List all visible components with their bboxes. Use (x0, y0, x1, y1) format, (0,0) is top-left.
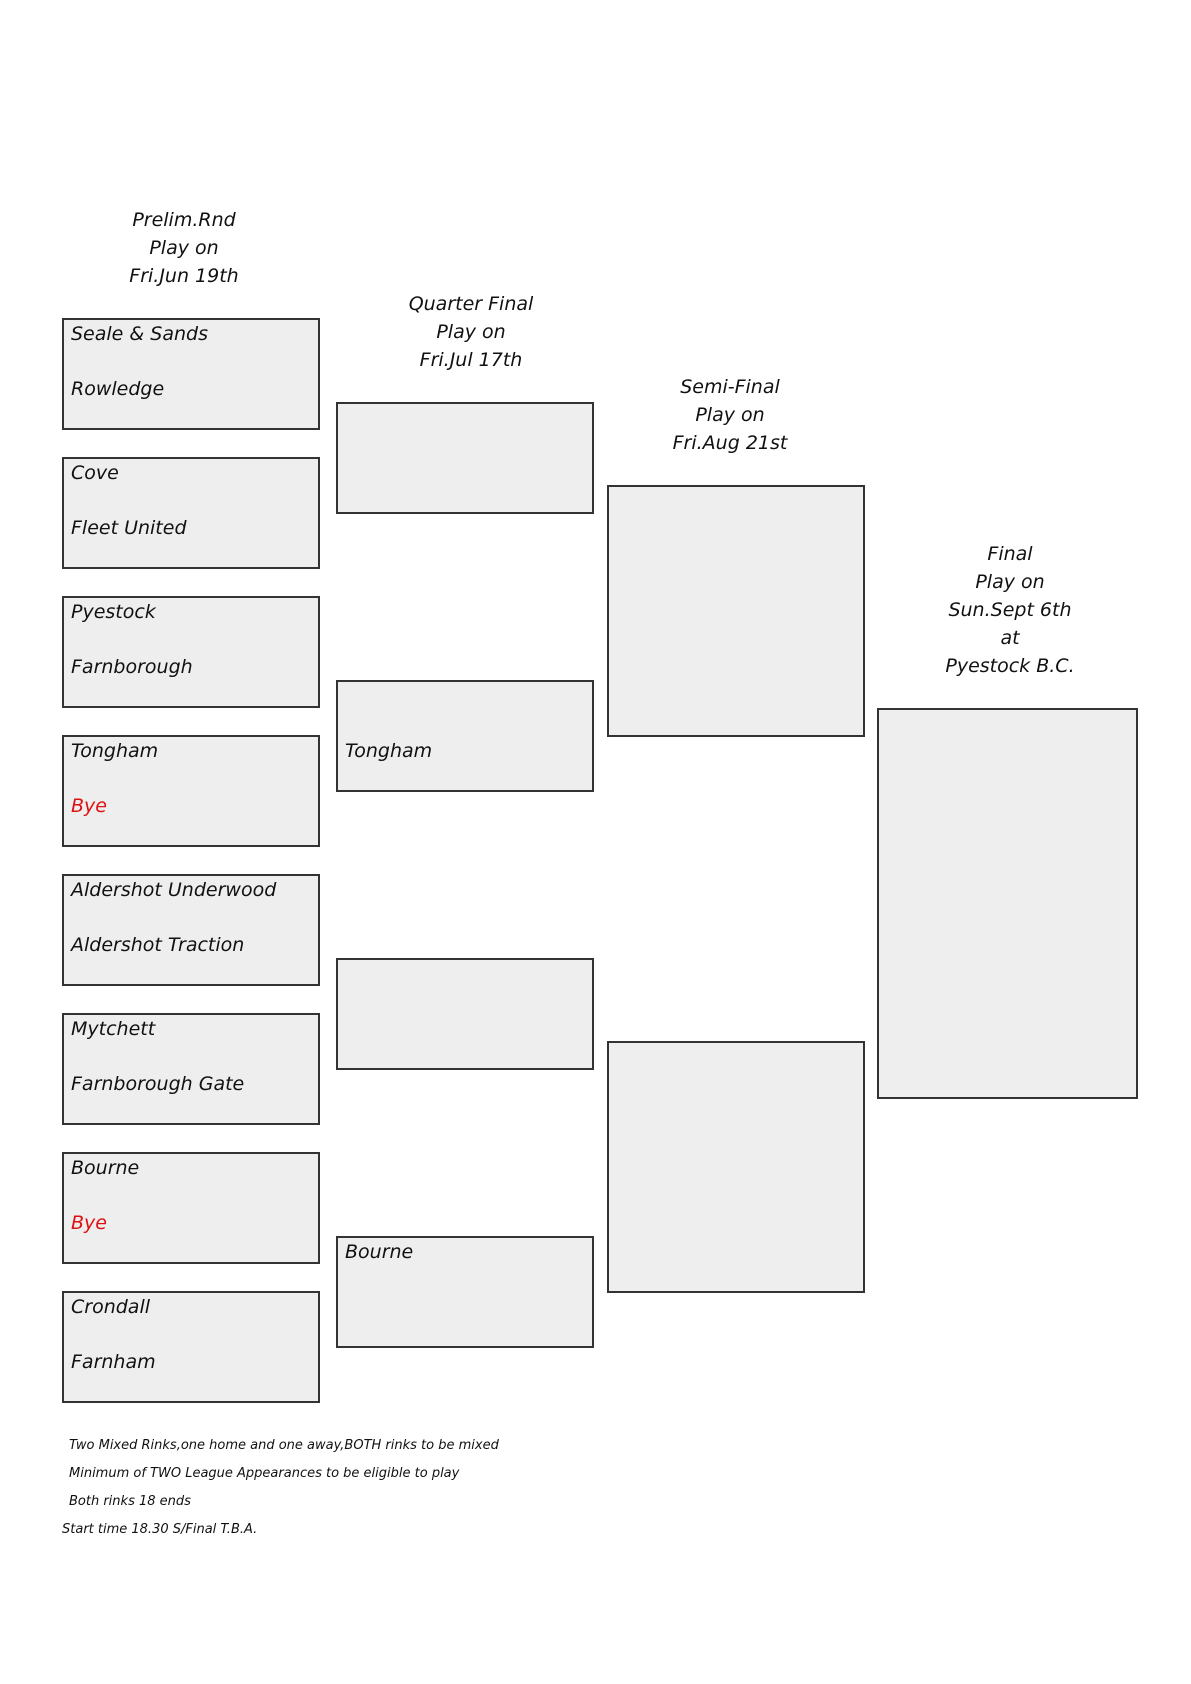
semi-match-1 (607, 485, 865, 737)
prelim-match-3: Pyestock Farnborough (62, 596, 320, 708)
prelim-match-4-home: Tongham (71, 740, 159, 762)
quarter-match-2: Tongham (336, 680, 594, 792)
prelim-match-3-away: Farnborough (71, 656, 193, 678)
prelim-match-8-away: Farnham (71, 1351, 156, 1373)
prelim-match-6-away: Farnborough Gate (71, 1073, 245, 1095)
final-header: Final Play on Sun.Sept 6th at Pyestock B… (920, 540, 1100, 680)
prelim-match-3-home: Pyestock (71, 601, 156, 623)
prelim-round-header: Prelim.Rnd Play on Fri.Jun 19th (104, 206, 264, 290)
final-title: Final (987, 543, 1033, 565)
prelim-match-1: Seale & Sands Rowledge (62, 318, 320, 430)
prelim-round-date: Fri.Jun 19th (129, 265, 239, 287)
prelim-match-5: Aldershot Underwood Aldershot Traction (62, 874, 320, 986)
quarter-match-1 (336, 402, 594, 514)
quarter-match-4-home: Bourne (345, 1241, 414, 1263)
quarter-final-title: Quarter Final (408, 293, 534, 315)
prelim-match-8-home: Crondall (71, 1296, 151, 1318)
final-play-on: Play on (975, 571, 1045, 593)
quarter-match-3 (336, 958, 594, 1070)
competition-notes: Two Mixed Rinks,one home and one away,BO… (62, 1432, 499, 1544)
note-rink-ends: Both rinks 18 ends (69, 1494, 191, 1509)
prelim-match-6-home: Mytchett (71, 1018, 156, 1040)
final-at: at (1000, 627, 1020, 649)
prelim-match-7-away-bye: Bye (71, 1212, 107, 1234)
note-league-appearances: Minimum of TWO League Appearances to be … (69, 1466, 460, 1481)
prelim-match-1-away: Rowledge (71, 378, 165, 400)
note-start-time: Start time 18.30 S/Final T.B.A. (62, 1522, 258, 1537)
quarter-final-header: Quarter Final Play on Fri.Jul 17th (381, 290, 561, 374)
final-venue: Pyestock B.C. (945, 655, 1075, 677)
prelim-match-6: Mytchett Farnborough Gate (62, 1013, 320, 1125)
prelim-match-5-home: Aldershot Underwood (71, 879, 277, 901)
note-mixed-rinks: Two Mixed Rinks,one home and one away,BO… (69, 1438, 499, 1453)
prelim-round-play-on: Play on (149, 237, 219, 259)
quarter-match-4: Bourne (336, 1236, 594, 1348)
semi-final-play-on: Play on (695, 404, 765, 426)
prelim-match-2-away: Fleet United (71, 517, 187, 539)
semi-final-date: Fri.Aug 21st (672, 432, 788, 454)
quarter-final-play-on: Play on (436, 321, 506, 343)
prelim-match-8: Crondall Farnham (62, 1291, 320, 1403)
quarter-match-2-away: Tongham (345, 740, 433, 762)
semi-final-title: Semi-Final (680, 376, 780, 398)
prelim-match-2-home: Cove (71, 462, 119, 484)
prelim-match-4-away-bye: Bye (71, 795, 107, 817)
prelim-match-7-home: Bourne (71, 1157, 140, 1179)
semi-match-2 (607, 1041, 865, 1293)
prelim-match-4: Tongham Bye (62, 735, 320, 847)
prelim-match-5-away: Aldershot Traction (71, 934, 245, 956)
final-date: Sun.Sept 6th (948, 599, 1072, 621)
final-match (877, 708, 1138, 1099)
quarter-final-date: Fri.Jul 17th (419, 349, 523, 371)
prelim-match-2: Cove Fleet United (62, 457, 320, 569)
semi-final-header: Semi-Final Play on Fri.Aug 21st (650, 373, 810, 457)
prelim-round-title: Prelim.Rnd (132, 209, 236, 231)
prelim-match-1-home: Seale & Sands (71, 323, 208, 345)
prelim-match-7: Bourne Bye (62, 1152, 320, 1264)
